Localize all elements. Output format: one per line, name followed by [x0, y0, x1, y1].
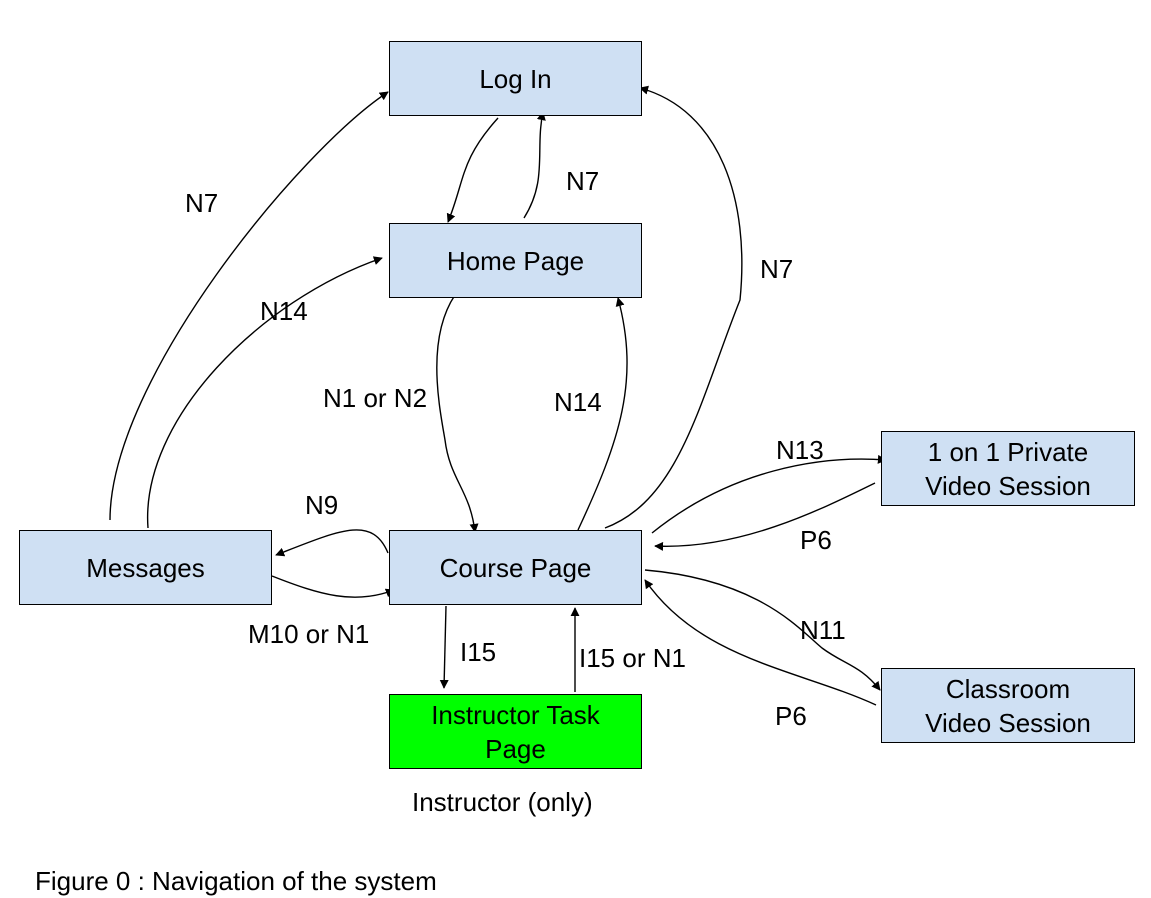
edge-label-course-to-private: N13 [776, 435, 824, 465]
login-label: Log In [479, 63, 552, 94]
login-node: Log In [389, 41, 642, 116]
edge-label-course-to-classroom: N11 [800, 615, 846, 645]
instructor-only-note: Instructor (only) [412, 787, 593, 817]
edge-label-course-to-instructor: I15 [460, 637, 497, 667]
edge-label-course-to-login: N7 [760, 254, 794, 284]
edge-label-home-to-course: N1 or N2 [323, 383, 428, 413]
edge-label-course-to-messages: N9 [305, 490, 339, 520]
edge-private-to-course [654, 482, 876, 551]
edge-label-instructor-to-course: I15 or N1 [579, 643, 686, 673]
home-page-node: Home Page [389, 223, 642, 298]
edge-messages-to-course [271, 575, 395, 598]
edge-messages-to-home [147, 256, 383, 529]
messages-node: Messages [19, 530, 272, 605]
private-video-node: 1 on 1 Private Video Session [881, 431, 1135, 506]
edge-course-to-classroom [644, 569, 881, 691]
edge-course-to-messages [275, 529, 389, 557]
edge-label-private-to-course: P6 [800, 525, 832, 555]
private-video-label-line2: Video Session [925, 470, 1091, 501]
edge-course-to-home [577, 297, 628, 531]
figure-caption: Figure 0 : Navigation of the system [35, 866, 437, 896]
edge-label-messages-to-home: N14 [260, 296, 308, 326]
edge-label-home-to-login: N7 [566, 166, 600, 196]
edge-classroom-to-course [644, 579, 877, 706]
edge-label-messages-to-course: M10 or N1 [248, 619, 370, 649]
course-page-node: Course Page [389, 530, 642, 605]
edge-home-to-course [436, 294, 479, 533]
home-page-label: Home Page [446, 245, 585, 276]
classroom-video-node: Classroom Video Session [881, 668, 1135, 743]
edge-label-classroom-to-course: P6 [775, 701, 807, 731]
classroom-video-label-line2: Video Session [925, 707, 1091, 738]
instructor-task-node: Instructor Task Page [389, 694, 642, 769]
edge-course-to-instructor [439, 605, 449, 689]
edge-messages-to-login [109, 91, 389, 521]
edge-home-to-login [523, 111, 546, 219]
edge-label-messages-to-login: N7 [185, 188, 219, 218]
messages-label: Messages [86, 552, 205, 583]
classroom-video-label-line1: Classroom [945, 673, 1071, 704]
course-page-label: Course Page [439, 552, 592, 583]
instructor-task-label-line2: Page [485, 733, 546, 764]
edge-label-course-to-home: N14 [554, 387, 602, 417]
private-video-label-line1: 1 on 1 Private [927, 436, 1089, 467]
edge-login-to-home [446, 117, 499, 223]
edge-course-to-private [651, 454, 887, 534]
instructor-task-label-line1: Instructor Task [431, 699, 600, 730]
edge-course-to-login [604, 85, 743, 529]
